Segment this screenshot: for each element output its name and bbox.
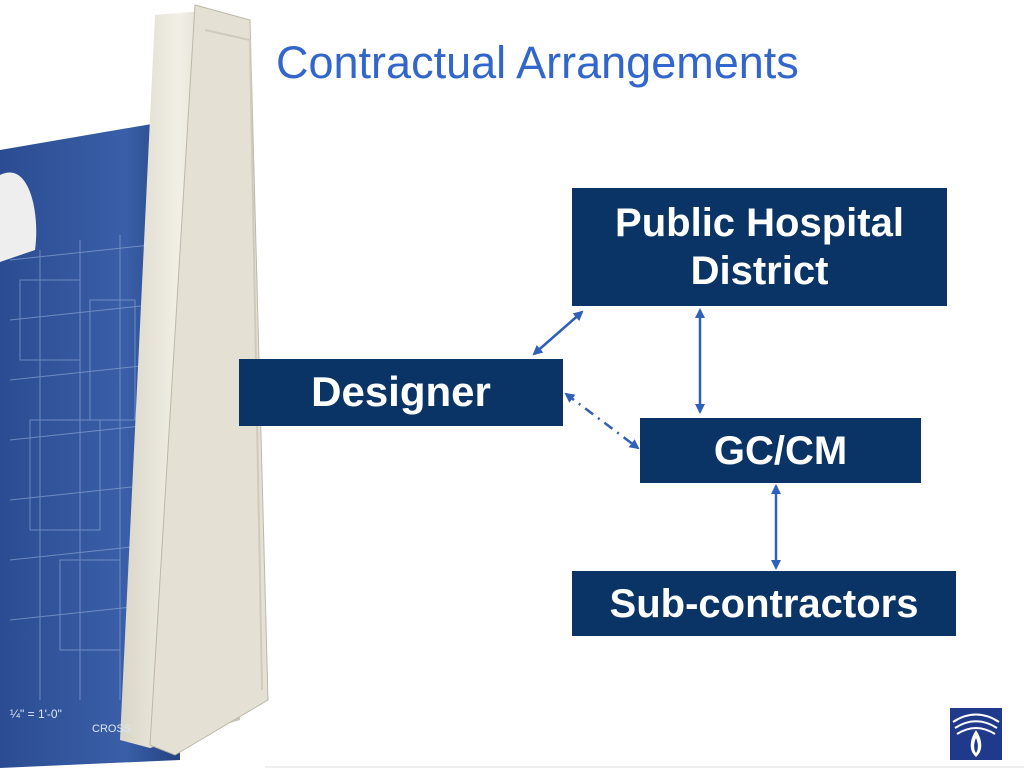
slide-title: Contractual Arrangements (276, 37, 799, 88)
paper-fold-front (149, 4, 269, 756)
blueprint-label-scale: ¼" = 1'-0" (10, 707, 62, 721)
node-designer-label: Designer (311, 368, 491, 416)
node-subcontractors: Sub-contractors (572, 571, 956, 636)
blueprint-label-cross: CROSS (92, 723, 131, 735)
node-gccm-label: GC/CM (713, 428, 848, 473)
blueprint-roll-image: CROSS ¼" = 1'-0" (0, 4, 269, 768)
rolled-paper (0, 172, 37, 262)
arrow-designer-gccm-dashed (564, 392, 640, 450)
node-hospital-line1: Public Hospital (615, 201, 904, 245)
node-designer: Designer (239, 359, 563, 426)
node-public-hospital-district: Public Hospital District (572, 188, 947, 306)
footer-rule (265, 766, 1024, 768)
arrow-designer-hospital (532, 310, 584, 356)
node-hospital-line2: District (690, 249, 829, 293)
node-subcontractors-label: Sub-contractors (609, 581, 919, 626)
node-gc-cm: GC/CM (640, 418, 921, 483)
